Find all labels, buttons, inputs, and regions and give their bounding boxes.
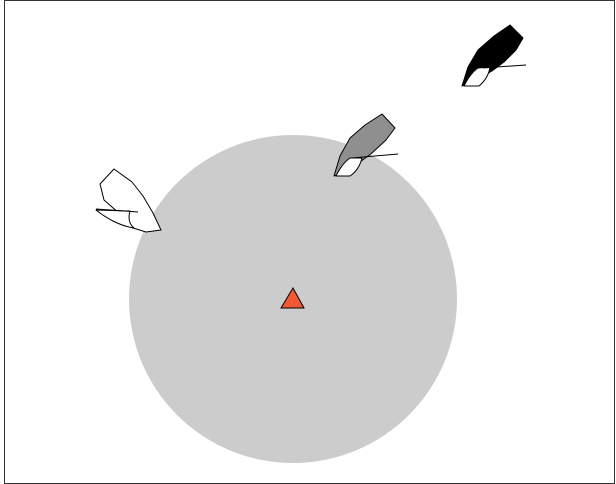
sailing-diagram: [0, 0, 616, 484]
